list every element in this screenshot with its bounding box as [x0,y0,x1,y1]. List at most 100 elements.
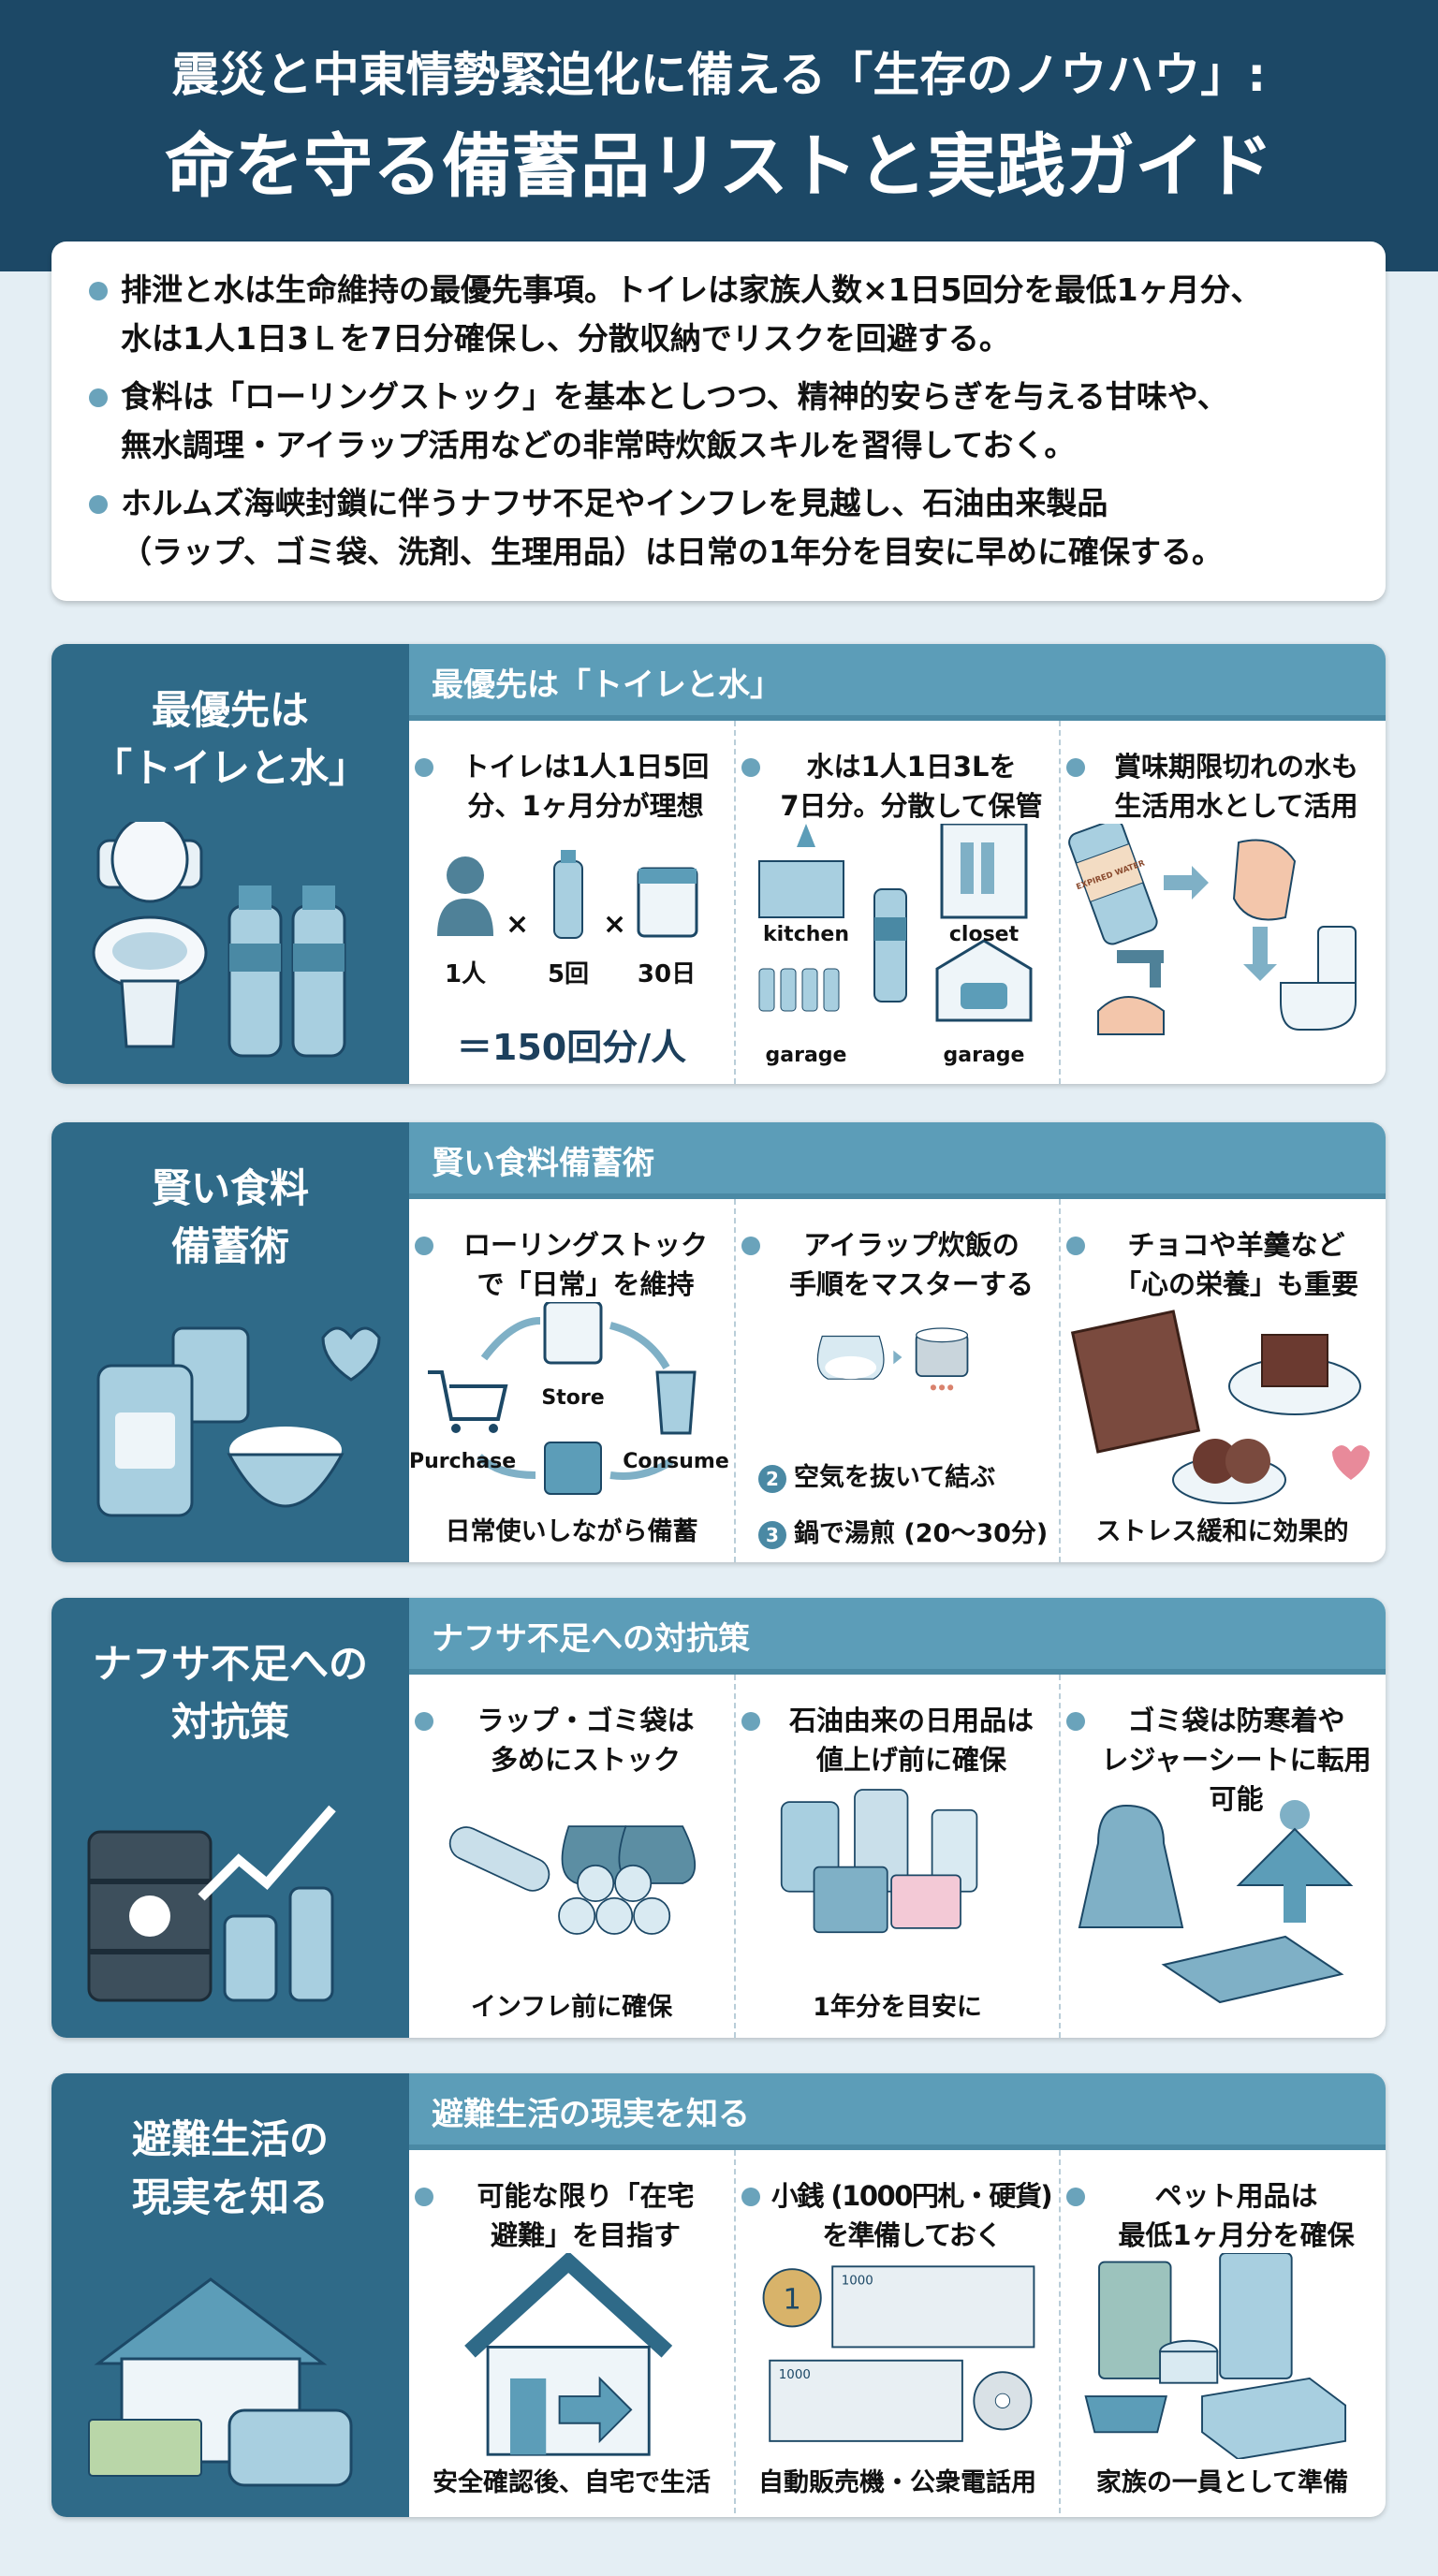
tip-heading-text: 可能な限り「在宅 避難」を目指す [477,2180,695,2251]
tip-rolling-stock: ローリングストック で「日常」を維持 Store Purchase Consum… [409,1199,734,1562]
rice-cooking-illustration [816,1327,969,1391]
banknote-icon: 1000 [831,2265,1035,2349]
heart-icon [1332,1445,1370,1480]
bullet-icon [1066,758,1085,777]
toilet-water-illustration [92,822,346,1058]
arrow-right-icon [558,2376,633,2444]
garage-icon [935,939,1033,1022]
expired-bottle-icon: EXPIRED WATER [1068,824,1158,945]
tip-heading: ペット用品は 最低1ヶ月分を確保 [1064,2176,1382,2255]
side-title: ナフサ不足への 対抗策 [92,1641,368,1745]
label-garage: garage [765,1044,847,1067]
toilet-icon [1280,926,1357,1031]
section-side-panel: 避難生活の 現実を知る [51,2073,409,2517]
cart-icon [428,1370,508,1433]
section-side-panel: 最優先は 「トイレと水」 [51,644,409,1084]
food-bowl-icon [1084,2395,1167,2434]
tip-caption: 自動販売機・公衆電話用 [758,2468,1036,2497]
tip-ailap-rice: アイラップ炊飯の 手順をマスターする 2 空気を抜いて結ぶ 3 鍋で湯煎 (20〜3… [734,1199,1059,1562]
section-naphtha-shortage: ナフサ不足への 対抗策 ナフサ不足への対抗策 ラップ・ゴミ袋は 多めにストック … [51,1598,1386,2038]
bullet-icon [415,758,433,777]
tip-heading-text: アイラップ炊飯の 手順をマスターする [788,1229,1034,1300]
calendar-icon [637,867,698,938]
section-title: 賢い食料備蓄術 [432,1145,654,1182]
storage-locations-illustration [758,824,1033,1022]
banknote-label: 1000 [842,2274,873,2288]
raincoat-icon [1078,1804,1184,1928]
tip-heading: 賞味期限切れの水も 生活用水として活用 [1064,747,1382,826]
tip-expired-water: 賞味期限切れの水も 生活用水として活用 EXPIRED WATER [1059,721,1384,1084]
tip-heading-text: 石油由来の日用品は 値上げ前に確保 [788,1705,1034,1776]
step-text: 鍋で湯煎 (20〜30分) [794,1519,1049,1548]
tip-sweets: チョコや羊羹など 「心の栄養」も重要 ストレス緩和に効果的 [1059,1199,1384,1562]
bottles-icon [758,968,840,1012]
tip-caption: ストレス緩和に効果的 [1095,1517,1349,1546]
tip-heading-text: トイレは1人1日5回 分、1ヶ月分が理想 [462,751,710,822]
section-side-panel: ナフサ不足への 対抗策 [51,1598,409,2038]
toilet-icon [92,822,208,1048]
section-side-panel: 賢い食料 備蓄術 [51,1122,409,1562]
header-banner: 震災と中東情勢緊迫化に備える「生存のノウハウ」: 命を守る備蓄品リストと実践ガイ… [0,0,1438,271]
label-garage: garage [943,1044,1025,1067]
household-goods-illustration [780,1789,978,1934]
summary-item: ホルムズ海峡封鎖に伴うナフサ不足やインフレを見越し、石油由来製品 （ラップ、ゴミ… [89,479,1357,577]
bullet-icon [89,495,108,514]
multiply-sign: × [506,908,530,941]
step-text: 空気を抜いて結ぶ [794,1463,996,1492]
tip-heading: 可能な限り「在宅 避難」を目指す [413,2176,732,2255]
tip-heading: ローリングストック で「日常」を維持 [413,1225,732,1304]
label-closet: closet [948,923,1020,946]
cycle-arrow-icon [480,1317,541,1361]
sweets-illustration [1070,1310,1370,1504]
water-bottle-icon [227,886,346,1058]
cycle-arrow-icon [477,1454,536,1479]
food-illustration [96,1326,381,1517]
tip-caption: インフレ前に確保 [470,1993,673,2022]
roof-icon [464,2253,673,2358]
label-purchase: Purchase [409,1450,517,1473]
coin-label: 1 [783,2283,800,2316]
title-line-2: 命を守る備蓄品リストと実践ガイド [165,126,1273,207]
closet-icon [940,824,1028,919]
bullet-icon [1066,2188,1085,2206]
poncho-icon [1236,1800,1354,1923]
wrap-bags-illustration [448,1825,696,1935]
rice-bowl-icon [227,1427,345,1508]
tip-heading: トイレは1人1日5回 分、1ヶ月分が理想 [413,747,732,826]
section-toilet-water: 最優先は 「トイレと水」 最優先は「トイレと水」 トイレは1人1日5回 分、1ヶ… [51,644,1386,1084]
faucet-icon [1097,950,1165,1035]
section-header-bar: 賢い食料備蓄術 [409,1122,1386,1199]
bullet-icon [415,1712,433,1731]
step-number: 3 [758,1521,786,1549]
rising-arrow-icon [198,1805,336,1901]
tip-bag-reuse: ゴミ袋は防寒着や レジャーシートに転用可能 [1059,1675,1384,2038]
tip-wrap-bags: ラップ・ゴミ袋は 多めにストック インフレ前に確保 [409,1675,734,2038]
bullet-icon [1066,1237,1085,1255]
bullet-icon [89,388,108,407]
tip-heading-text: 水は1人1日3Lを 7日分。分散して保管 [780,751,1043,822]
tip-heading: 小銭 (1000円札・硬貨) を準備しておく [740,2176,1057,2255]
banknote-label: 1000 [779,2368,811,2382]
tip-caption: 日常使いしながら備蓄 [445,1517,698,1546]
oil-drum-icon [87,1830,213,2002]
door-icon [509,2378,547,2455]
bag-rolls-icon [558,1865,671,1935]
pet-supplies-illustration [1084,2253,1347,2459]
step-number: 2 [758,1465,786,1493]
step-2: 2 空気を抜いて結ぶ [758,1456,995,1493]
title-line-1: 震災と中東情勢緊迫化に備える「生存のノウハウ」: [171,48,1267,102]
calendar-icon [543,1302,603,1365]
leisure-sheet-icon [1161,1935,1344,2004]
tip-petroleum-goods: 石油由来の日用品は 値上げ前に確保 1年分を目安に [734,1675,1059,2038]
bullet-icon [89,282,108,300]
tip-heading: ラップ・ゴミ袋は 多めにストック [413,1701,732,1779]
tip-toilet-count: トイレは1人1日5回 分、1ヶ月分が理想 × × 1人 5回 30日 ＝150回… [409,721,734,1084]
tip-water-storage: 水は1人1日3Lを 7日分。分散して保管 kitchen closet gara… [734,721,1059,1084]
tip-caption: 安全確認後、自宅で生活 [433,2468,711,2497]
reuse-water-illustration: EXPIRED WATER [1068,824,1357,1035]
arrow-right-icon [1164,866,1209,900]
cycle-arrow-icon [609,1322,670,1370]
label-person: 1人 [444,960,487,988]
tip-heading: 水は1人1日3Lを 7日分。分散して保管 [740,747,1057,826]
bottle-icon [873,888,907,1003]
